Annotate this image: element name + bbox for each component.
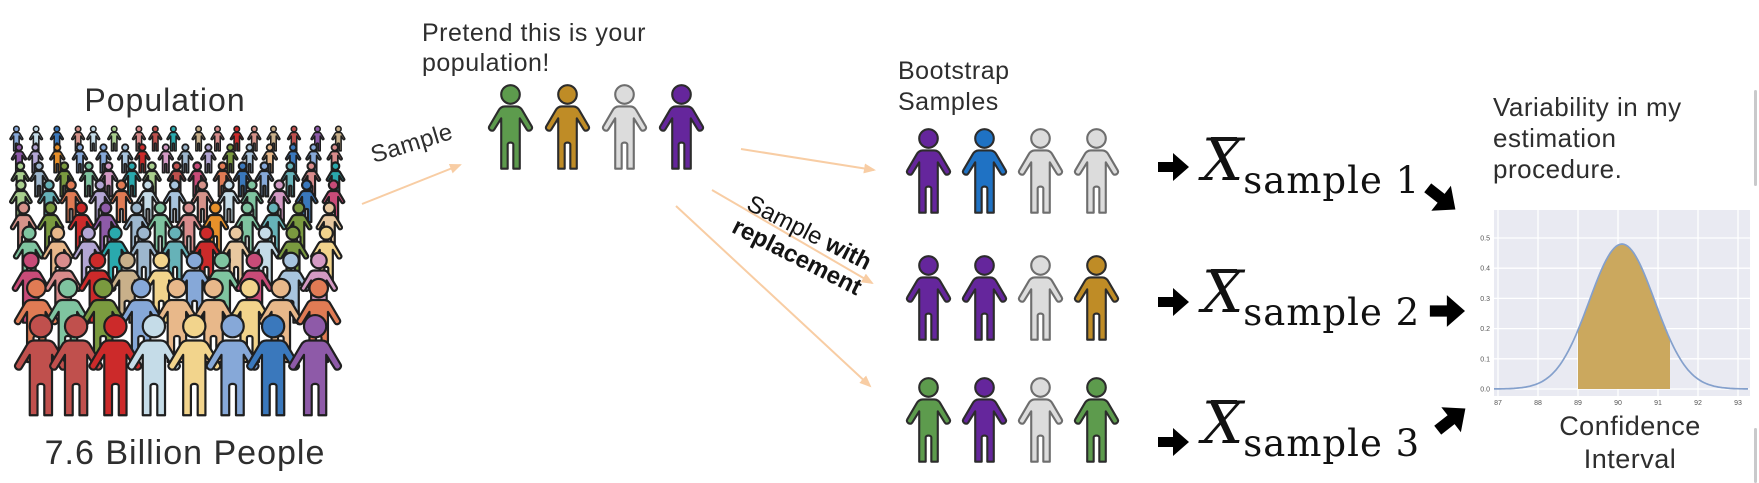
macron-bar: [1211, 400, 1237, 404]
person-icon-green: [1073, 377, 1120, 463]
person-icon-purple: [658, 84, 705, 170]
right-arrow-icon: [1429, 295, 1465, 327]
sample-subscript: sample 1: [1243, 159, 1421, 202]
sample-mean-label-1: Xsample 1: [1202, 126, 1420, 202]
person-icon-green: [487, 84, 534, 170]
pretend-population-people: [484, 84, 708, 173]
sample-arrow-label: Sample: [367, 118, 457, 169]
crowd-person-icon: [210, 125, 225, 152]
sample-arrow: [361, 164, 462, 205]
person-icon-purple: [961, 255, 1008, 341]
crowd-person-icon: [148, 125, 163, 152]
sample-with-replacement-label: Sample with replacement: [697, 173, 909, 316]
x-tick-label: 89: [1574, 400, 1582, 407]
sample-mean-label-2: Xsample 2: [1202, 258, 1420, 334]
y-tick-label: 0.2: [1480, 326, 1490, 333]
right-arrow-icon: [1158, 153, 1189, 181]
y-tick-label: 0.1: [1480, 356, 1490, 363]
sample-subscript: sample 2: [1243, 291, 1421, 334]
x-tick-label: 87: [1494, 400, 1502, 407]
person-icon-gray: [1017, 128, 1064, 214]
population-caption: 7.6 Billion People: [44, 434, 326, 472]
confidence-line-1: Confidence: [1559, 411, 1701, 441]
person-icon-gold: [544, 84, 591, 170]
person-icon-gray: [1017, 255, 1064, 341]
bootstrap-sample-row-1: [902, 128, 1123, 217]
bootstrap-title-line-1: Bootstrap: [898, 57, 1010, 85]
confidence-interval-chart: 0.0 0.1 0.2 0.3 0.4 0.5 87 88 89 90 91 92 93: [1480, 210, 1750, 407]
person-icon-purple: [961, 377, 1008, 463]
x-tick-label: 92: [1694, 400, 1702, 407]
bootstrap-sample-row-3: [902, 377, 1123, 466]
population-title: Population: [84, 82, 246, 118]
right-arrow-icon: [1158, 428, 1189, 456]
y-tick-label: 0.4: [1480, 266, 1490, 273]
x-tick-label: 91: [1654, 400, 1662, 407]
x-tick-label: 88: [1534, 400, 1542, 407]
density-curve: [1494, 243, 1748, 390]
right-arrow-icon: [1417, 175, 1466, 222]
person-icon-gold: [1073, 255, 1120, 341]
variability-line-1: Variability in my: [1493, 92, 1682, 122]
person-icon-gray: [601, 84, 648, 170]
person-icon-green: [905, 377, 952, 463]
pretend-population-text: Pretend this is your population!: [422, 18, 646, 78]
crowd-person-icon: [288, 313, 343, 417]
xbar-symbol: X: [1202, 126, 1244, 194]
crowd-person-icon: [107, 125, 122, 152]
person-icon-gray: [1073, 128, 1120, 214]
bootstrap-sample-row-2: [902, 255, 1123, 344]
x-tick-label: 93: [1734, 400, 1742, 407]
person-icon-blue: [961, 128, 1008, 214]
person-icon-purple: [905, 128, 952, 214]
pretend-line-2: population!: [422, 49, 550, 77]
offscreen-shape-edge: [1754, 428, 1757, 483]
right-arrow-icon: [1158, 288, 1189, 316]
variability-text: Variability in my estimation procedure.: [1493, 92, 1682, 185]
variability-line-2: estimation: [1493, 123, 1617, 153]
person-icon-purple: [905, 255, 952, 341]
sample-subscript: sample 3: [1243, 422, 1421, 465]
sample-mean-label-3: Xsample 3: [1202, 389, 1420, 465]
bootstrap-title-line-2: Samples: [898, 88, 999, 116]
crowd-person-icon: [191, 125, 206, 152]
crowd-person-icon: [86, 125, 101, 152]
crowd-person-icon: [200, 143, 217, 174]
variability-line-3: procedure.: [1493, 154, 1623, 184]
person-icon-gray: [1017, 377, 1064, 463]
y-tick-label: 0.5: [1480, 236, 1490, 243]
offscreen-shape-edge: [1754, 90, 1757, 186]
population-crowd-image: [9, 125, 346, 417]
confidence-line-2: Interval: [1583, 444, 1677, 474]
macron-bar: [1211, 137, 1237, 141]
y-tick-label: 0.0: [1480, 387, 1490, 394]
y-tick-label: 0.3: [1480, 296, 1490, 303]
pretend-line-1: Pretend this is your: [422, 19, 646, 47]
confidence-interval-shade: [1578, 244, 1670, 389]
x-tick-label: 90: [1614, 400, 1622, 407]
resample-arrow-1: [740, 148, 876, 174]
confidence-interval-label: Confidence Interval: [1530, 410, 1730, 476]
macron-bar: [1211, 269, 1237, 273]
bootstrap-samples-title: Bootstrap Samples: [898, 56, 1010, 118]
xbar-symbol: X: [1202, 389, 1244, 457]
xbar-symbol: X: [1202, 258, 1244, 326]
